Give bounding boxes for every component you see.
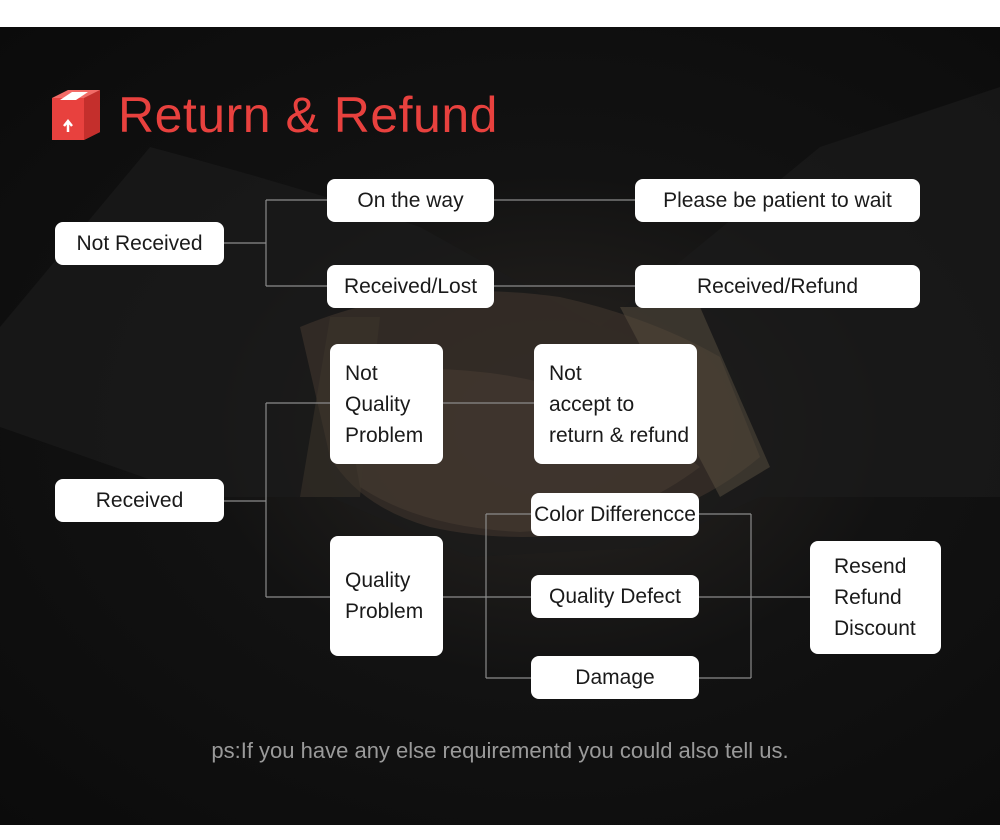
footnote: ps:If you have any else requirementd you… bbox=[211, 738, 789, 763]
node-received: Received bbox=[55, 479, 224, 522]
node-quality-problem: Quality Problem bbox=[330, 536, 443, 656]
node-please-wait: Please be patient to wait bbox=[635, 179, 920, 222]
node-received-lost: Received/Lost bbox=[327, 265, 494, 308]
header: Return & Refund bbox=[50, 85, 498, 145]
node-on-the-way: On the way bbox=[327, 179, 494, 222]
node-not-received: Not Received bbox=[55, 222, 224, 265]
package-box-icon bbox=[52, 90, 100, 140]
node-not-quality-problem: Not Quality Problem bbox=[330, 344, 443, 464]
node-not-accept-return-refund: Not accept to return & refund bbox=[534, 344, 697, 464]
node-color-difference: Color Differencce bbox=[531, 493, 699, 536]
flowchart-canvas: Return & Refund Not Received bbox=[0, 27, 1000, 825]
node-resend-refund-discount: Resend Refund Discount bbox=[810, 541, 941, 654]
node-received-refund: Received/Refund bbox=[635, 265, 920, 308]
page-title: Return & Refund bbox=[118, 87, 498, 143]
node-damage: Damage bbox=[531, 656, 699, 699]
connector-lines bbox=[224, 199, 810, 679]
node-quality-defect: Quality Defect bbox=[531, 575, 699, 618]
